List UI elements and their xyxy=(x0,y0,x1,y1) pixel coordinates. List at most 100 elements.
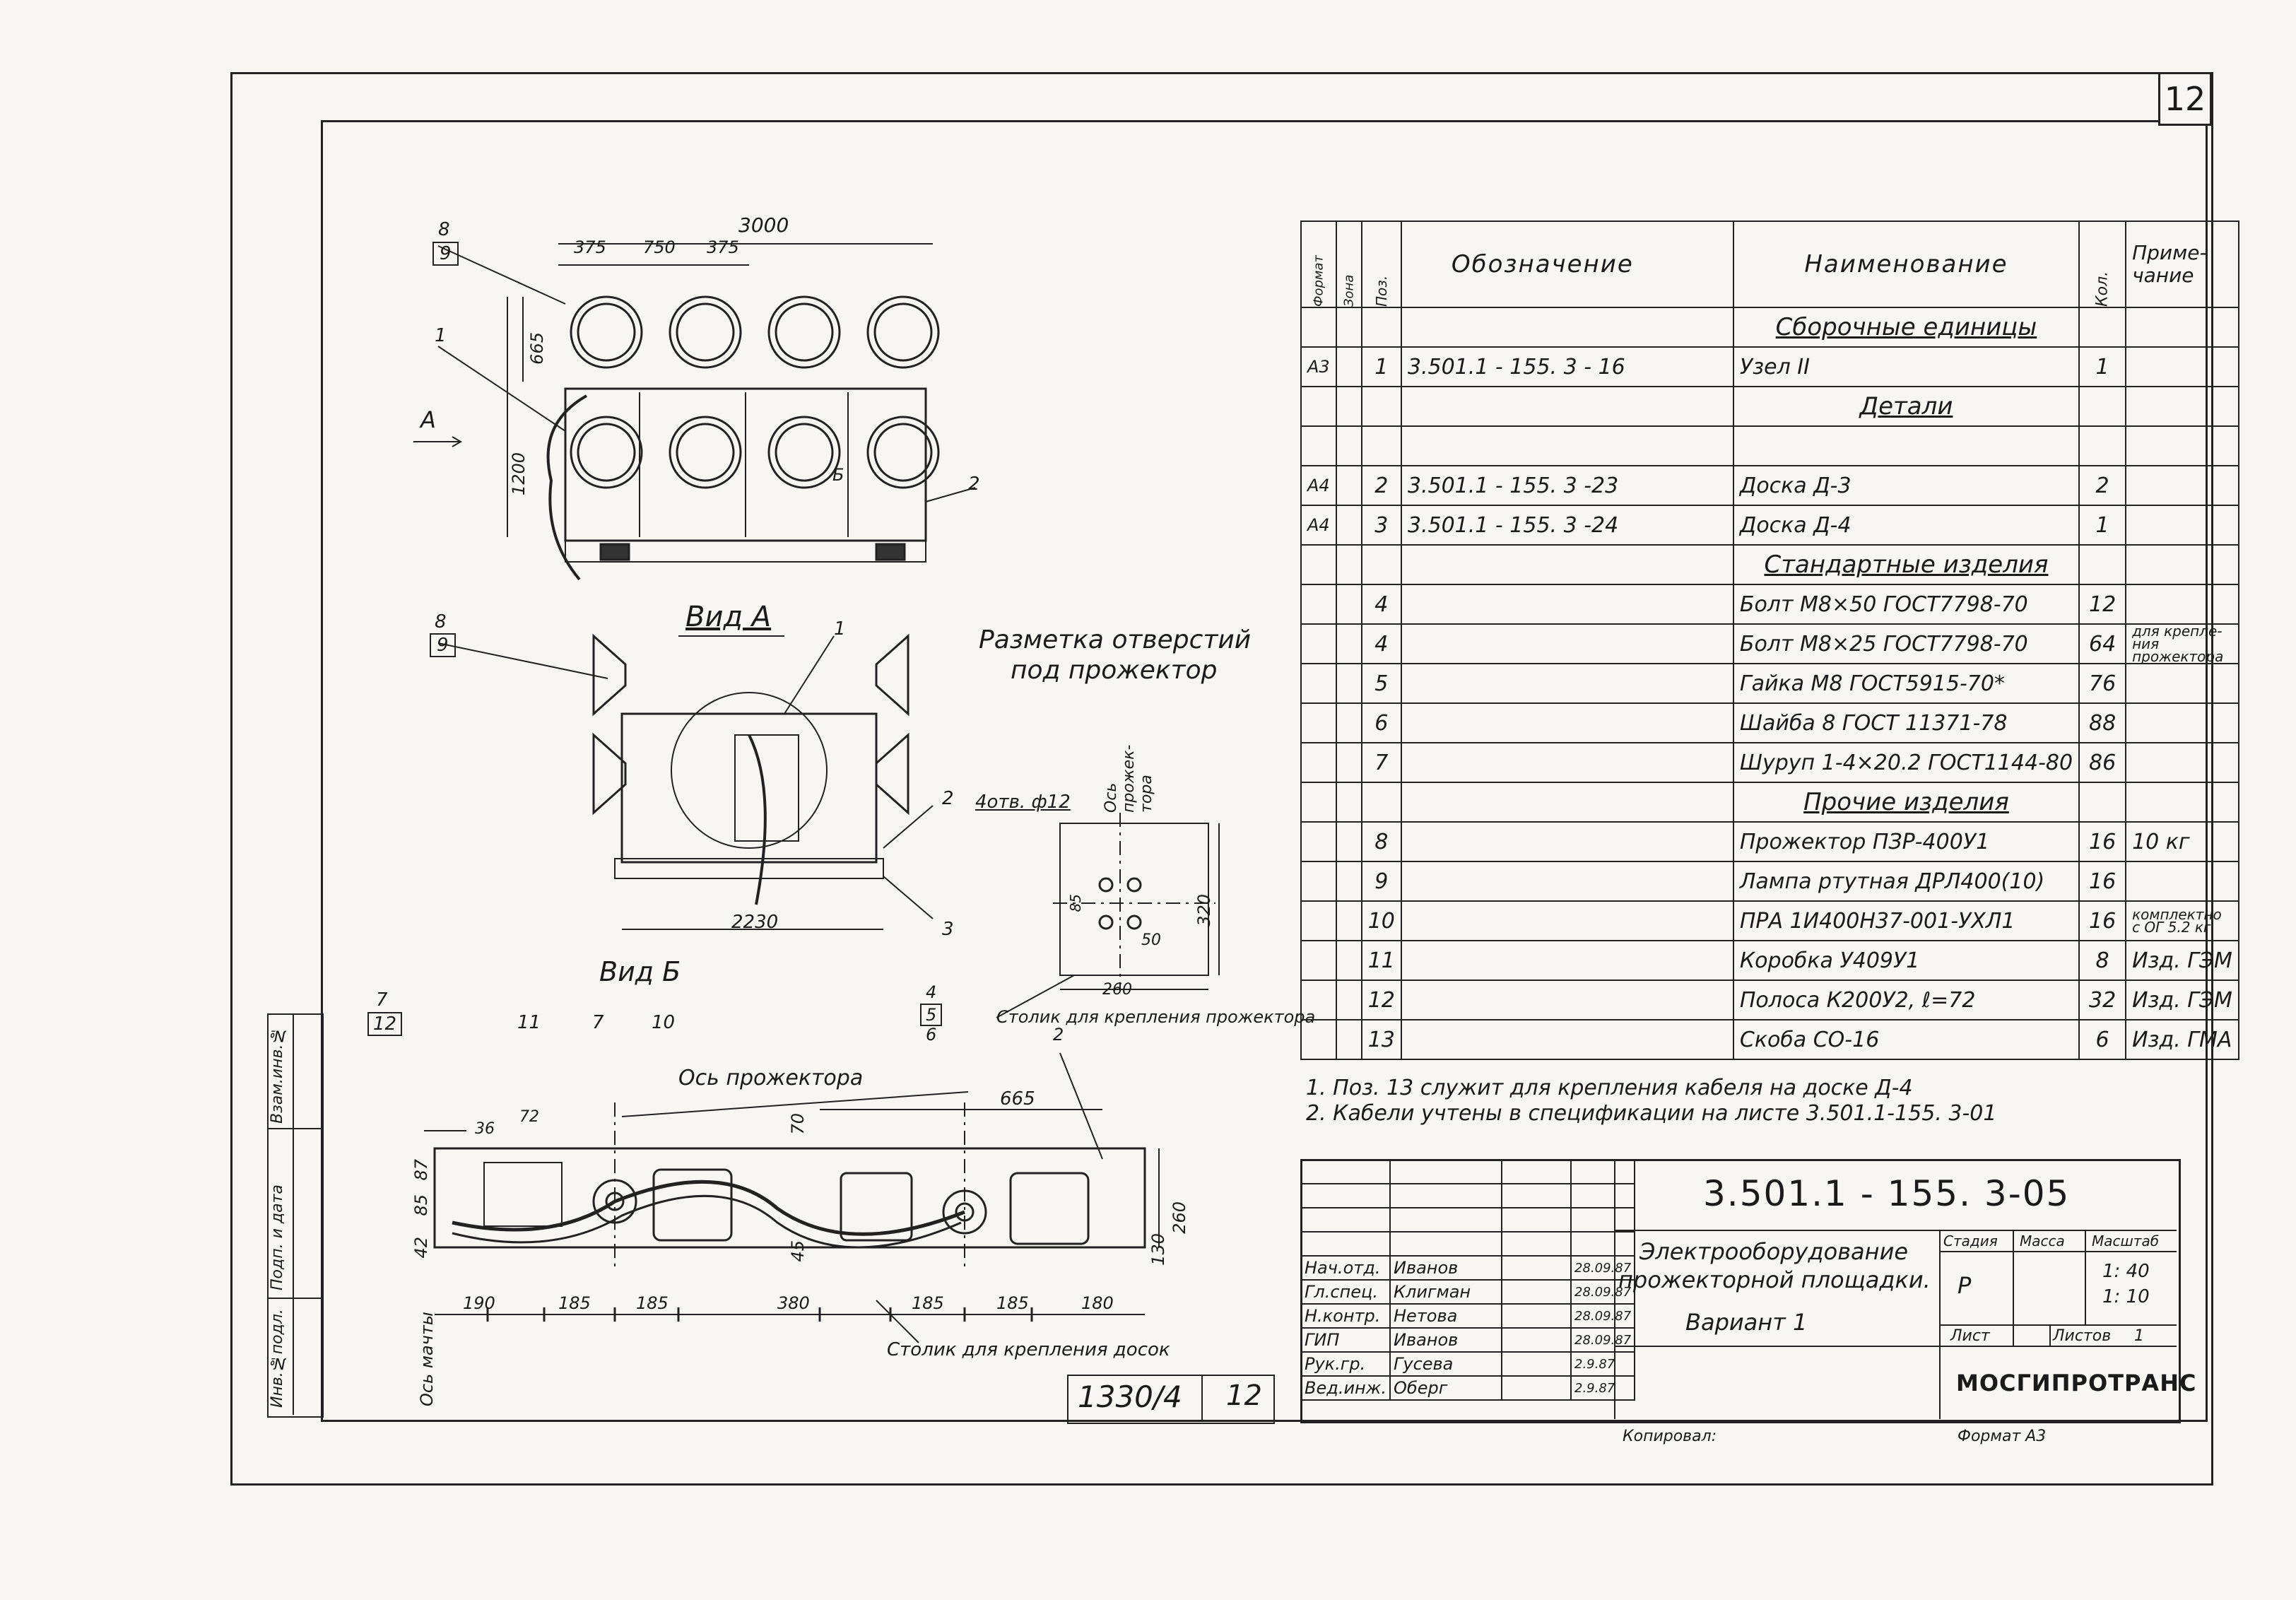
arrow-a-label: А xyxy=(420,406,436,433)
spec-qty: 16 xyxy=(2078,861,2127,902)
tb-role: Нач.отд. xyxy=(1300,1255,1391,1281)
tb-role: Гл.спец. xyxy=(1300,1279,1391,1305)
spec-row: Сборочные единицы xyxy=(1300,307,2239,348)
spec-pos: 13 xyxy=(1360,1019,1402,1060)
tb-copied: Копировал: xyxy=(1623,1428,1717,1445)
callout-2: 2 xyxy=(968,473,980,495)
dim-375a: 375 xyxy=(574,237,606,257)
spec-note xyxy=(2125,465,2239,506)
b-callout-2: 2 xyxy=(1053,1025,1064,1045)
spec-designation xyxy=(1400,861,1734,902)
spec-row: Стандартные изделия xyxy=(1300,544,2239,585)
spec-format xyxy=(1300,940,1337,981)
b-callout-11: 11 xyxy=(517,1012,541,1033)
spec-note xyxy=(2125,702,2239,743)
dim-87: 87 xyxy=(411,1159,431,1181)
tb-person-name: Нетова xyxy=(1389,1303,1502,1329)
tb-sheets: 1 xyxy=(2134,1327,2144,1345)
spec-pos: 3 xyxy=(1360,505,1402,546)
tb-date: 28.09.87 xyxy=(1570,1327,1636,1353)
spec-pos: 5 xyxy=(1360,663,1402,704)
spec-name: Скоба СО-16 xyxy=(1732,1019,2080,1060)
dim-45: 45 xyxy=(788,1240,808,1262)
stamp-box xyxy=(1067,1375,1275,1424)
spec-name: Коробка У409У1 xyxy=(1732,940,2080,981)
tb-person-name: Гусева xyxy=(1389,1351,1502,1377)
spec-designation xyxy=(1400,821,1734,862)
spec-format: А4 xyxy=(1300,505,1337,546)
tb-date: 2.9.87 xyxy=(1570,1375,1636,1401)
mast-axis: Ось мачты xyxy=(417,1312,437,1406)
spec-designation xyxy=(1400,1019,1734,1060)
hdr-qty: Кол. xyxy=(2079,221,2126,307)
spec-format xyxy=(1300,742,1337,783)
spec-note xyxy=(2125,584,2239,625)
spec-pos: 6 xyxy=(1360,702,1402,743)
tb-date: 28.09.87 xyxy=(1570,1255,1636,1281)
tb-person-name: Иванов xyxy=(1389,1255,1502,1281)
bdim-180: 180 xyxy=(1081,1293,1114,1313)
spec-format xyxy=(1300,980,1337,1020)
spec-zone xyxy=(1335,1019,1362,1060)
spec-name: Болт М8×50 ГОСТ7798-70 xyxy=(1732,584,2080,625)
spec-designation xyxy=(1400,742,1734,783)
spec-name: Лампа ртутная ДРЛ400(10) xyxy=(1732,861,2080,902)
spec-zone xyxy=(1335,702,1362,743)
tb-stage: Р xyxy=(1958,1272,1972,1299)
spec-qty: 64 xyxy=(2078,623,2127,664)
spec-pos: 7 xyxy=(1360,742,1402,783)
view-a-callout-1: 1 xyxy=(834,618,846,640)
spec-note xyxy=(2125,346,2239,387)
tb-signature xyxy=(1501,1279,1572,1305)
tb-signature xyxy=(1501,1255,1572,1281)
spec-format xyxy=(1300,861,1337,902)
tb-format: Формат А3 xyxy=(1958,1428,2047,1445)
view-b xyxy=(424,1052,1160,1343)
bdim-185b: 185 xyxy=(636,1293,669,1313)
spec-qty: 16 xyxy=(2078,900,2127,941)
spec-note xyxy=(2125,505,2239,546)
hdr-name: Наименование xyxy=(1732,220,2080,308)
spec-qty: 8 xyxy=(2078,940,2127,981)
tb-stage-h: Стадия xyxy=(1943,1233,1998,1249)
callout-9: 9 xyxy=(432,242,459,266)
bdim-185a: 185 xyxy=(558,1293,591,1313)
spec-zone xyxy=(1335,505,1362,546)
spec-designation xyxy=(1400,900,1734,941)
spec-pos: 4 xyxy=(1360,623,1402,664)
spec-zone xyxy=(1335,425,1362,466)
dim-750: 750 xyxy=(643,237,676,257)
side-stamp xyxy=(267,1013,324,1418)
spec-note: Изд. ГМА xyxy=(2125,1019,2239,1060)
hdr-note: Приме-чание xyxy=(2125,220,2239,308)
callout-8: 8 xyxy=(438,219,450,240)
spec-name: ПРА 1И400Н37-001-УХЛ1 xyxy=(1732,900,2080,941)
tb-title-3: Вариант 1 xyxy=(1685,1309,1808,1336)
marking-50: 50 xyxy=(1141,931,1161,949)
dim-260: 260 xyxy=(1170,1201,1189,1234)
spec-format xyxy=(1300,900,1337,941)
tb-role: Вед.инж. xyxy=(1300,1375,1391,1401)
dim-130: 130 xyxy=(1148,1233,1168,1266)
spec-designation xyxy=(1400,584,1734,625)
tb-org: МОСГИПРОТРАНС xyxy=(1956,1370,2197,1396)
spec-pos: 11 xyxy=(1360,940,1402,981)
spec-designation xyxy=(1400,980,1734,1020)
spec-format xyxy=(1300,702,1337,743)
dim-665: 665 xyxy=(527,332,547,365)
spec-table: Формат Зона Поз. Обозначение Наименовани… xyxy=(1300,220,2239,1060)
spec-zone xyxy=(1335,940,1362,981)
dim-42: 42 xyxy=(411,1237,431,1259)
tb-person-name: Клигман xyxy=(1389,1279,1502,1305)
spec-designation xyxy=(1400,623,1734,664)
stamp-page: 12 xyxy=(1226,1380,1262,1412)
view-a-callout-2: 2 xyxy=(942,788,954,809)
